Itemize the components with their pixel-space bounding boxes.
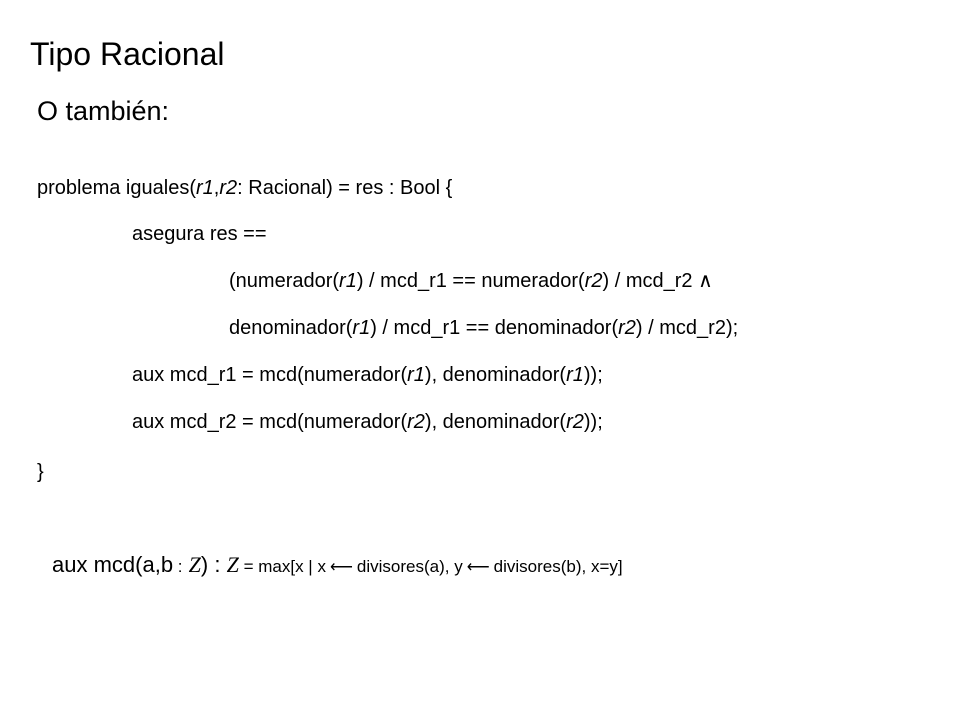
code-text: )); bbox=[583, 364, 603, 386]
code-text: problema iguales( bbox=[37, 177, 196, 199]
param-r2: r2 bbox=[566, 411, 584, 433]
code-text: aux mcd_r1 = mcd(numerador( bbox=[132, 364, 408, 386]
code-text: (numerador( bbox=[229, 270, 340, 292]
left-arrow-icon: ⟵ bbox=[329, 559, 353, 576]
code-line-closing-brace: } bbox=[37, 461, 44, 483]
code-text: denominador( bbox=[229, 317, 353, 339]
code-text: )); bbox=[583, 411, 603, 433]
param-r2: r2 bbox=[618, 317, 636, 339]
slide-subtitle: O también: bbox=[37, 96, 170, 126]
code-text: ) / mcd_r1 == numerador( bbox=[356, 270, 585, 292]
integers-symbol: Z bbox=[188, 552, 201, 577]
slide-title: Tipo Racional bbox=[30, 36, 225, 72]
param-r2: r2 bbox=[584, 270, 603, 292]
aux-text: aux mcd(a,b bbox=[52, 552, 174, 577]
code-line-denominador: denominador(r1) / mcd_r1 == denominador(… bbox=[229, 315, 738, 341]
param-r1: r1 bbox=[407, 364, 425, 386]
aux-mcd-definition: aux mcd(a,b : Z) : Z = max[x | x⟵divisor… bbox=[52, 551, 623, 582]
aux-colon: : bbox=[177, 557, 183, 576]
code-text: ) / mcd_r2); bbox=[635, 317, 739, 339]
code-line-aux-mcd-r2: aux mcd_r2 = mcd(numerador(r2), denomina… bbox=[132, 409, 603, 435]
code-line-asegura: asegura res == bbox=[132, 223, 267, 245]
code-text: ) / mcd_r2 bbox=[602, 270, 693, 292]
code-text: , bbox=[213, 177, 220, 199]
code-text: aux mcd_r2 = mcd(numerador( bbox=[132, 411, 408, 433]
logical-and-symbol: ∧ bbox=[698, 270, 713, 292]
aux-text: = max[x | x bbox=[243, 557, 326, 576]
code-line-aux-mcd-r1: aux mcd_r1 = mcd(numerador(r1), denomina… bbox=[132, 362, 603, 388]
code-line-problema: problema iguales(r1,r2: Racional) = res … bbox=[37, 175, 452, 201]
code-line-numerador: (numerador(r1) / mcd_r1 == numerador(r2)… bbox=[229, 268, 713, 294]
code-text: ), denominador( bbox=[424, 364, 567, 386]
aux-text: divisores(a), y bbox=[356, 557, 463, 576]
param-r2: r2 bbox=[407, 411, 425, 433]
code-text: ), denominador( bbox=[424, 411, 567, 433]
param-r1: r1 bbox=[195, 177, 214, 199]
integers-symbol: Z bbox=[226, 552, 239, 577]
aux-text: divisores(b), x=y] bbox=[493, 557, 623, 576]
param-r1: r1 bbox=[339, 270, 357, 292]
param-r1: r1 bbox=[566, 364, 584, 386]
aux-colon: : bbox=[214, 552, 221, 577]
code-text: ) / mcd_r1 == denominador( bbox=[370, 317, 619, 339]
aux-text: ) bbox=[200, 552, 209, 577]
param-r1: r1 bbox=[352, 317, 371, 339]
param-r2: r2 bbox=[219, 177, 238, 199]
code-text: : Racional) = res : Bool { bbox=[237, 177, 453, 199]
left-arrow-icon: ⟵ bbox=[466, 559, 490, 576]
